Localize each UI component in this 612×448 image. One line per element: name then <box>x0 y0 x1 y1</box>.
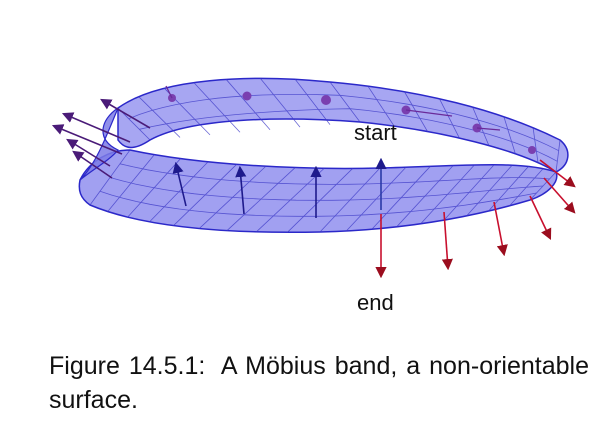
normal-vector-arrow <box>441 211 453 271</box>
normal-vector-arrow <box>493 201 508 257</box>
normal-vector-arrow <box>61 112 131 143</box>
band-mesh <box>89 78 561 233</box>
normal-vector-arrow <box>51 124 123 155</box>
mesh-line <box>193 82 241 133</box>
mesh-line <box>225 79 271 130</box>
mesh-line <box>260 78 301 128</box>
figure-caption: Figure 14.5.1: A Möbius band, a non-orie… <box>49 349 589 417</box>
normal-vector-arrow <box>66 138 111 167</box>
mesh-line <box>532 127 539 163</box>
mesh-line <box>555 139 561 173</box>
dot <box>528 146 536 154</box>
mesh-line <box>329 81 361 123</box>
normal-vector-arrow <box>72 150 113 179</box>
caption-number: Figure 14.5.1: <box>49 352 206 380</box>
normal-vector-arrow <box>539 159 576 188</box>
mesh-line <box>128 94 559 152</box>
mobius-band-figure: start end <box>51 77 576 315</box>
start-label: start <box>354 120 397 145</box>
normal-vector-arrow <box>543 177 576 214</box>
mesh-line <box>99 190 537 217</box>
dot <box>321 95 331 105</box>
up-arrows <box>172 157 387 218</box>
back-stems <box>165 85 501 131</box>
normal-vector-arrow <box>529 195 552 241</box>
mesh-line <box>367 85 395 127</box>
caption-text: A Möbius band, a non-orientable surface. <box>49 352 589 414</box>
dot <box>242 91 252 101</box>
mesh-line <box>138 96 181 138</box>
normal-vector-arrow <box>235 165 247 215</box>
normal-vector-arrow <box>100 98 151 129</box>
mesh-line <box>109 177 544 201</box>
down-arrows <box>375 159 576 279</box>
mesh-line <box>294 79 331 125</box>
mesh-line <box>119 163 550 185</box>
band-twist <box>79 106 120 181</box>
normal-vector-arrow <box>172 161 187 207</box>
mesh-line <box>503 116 516 154</box>
band-back <box>117 77 569 173</box>
back-dots <box>168 91 536 154</box>
left-arrows <box>51 98 151 179</box>
mesh-line <box>139 108 558 162</box>
mesh-line <box>439 98 460 139</box>
end-label: end <box>357 290 394 315</box>
